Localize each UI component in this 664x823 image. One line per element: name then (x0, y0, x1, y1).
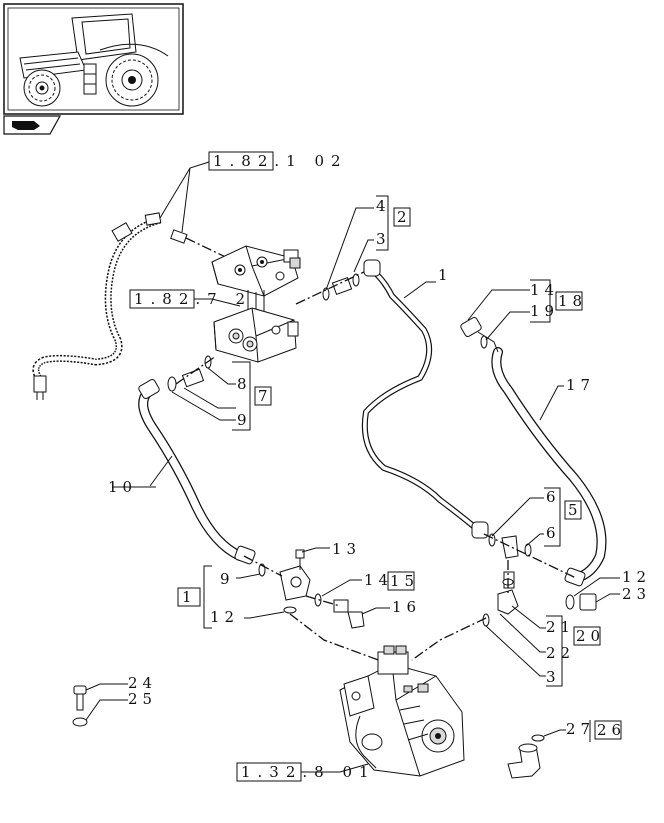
o-ring-12-right[interactable] (565, 594, 575, 610)
plug-23[interactable] (579, 593, 597, 611)
callout-19[interactable]: 19 (530, 302, 559, 320)
callout-11-box[interactable]: 1 (177, 587, 201, 607)
svg-text:7: 7 (258, 387, 273, 405)
svg-text:20: 20 (576, 627, 605, 645)
tractor-thumbnail-icon[interactable] (3, 3, 184, 115)
callout-14-upper[interactable]: 14 (530, 281, 559, 299)
svg-text:26: 26 (597, 721, 626, 739)
callout-18-box[interactable]: 18 (555, 291, 587, 311)
callout-21[interactable]: 21 (546, 618, 575, 636)
callout-7-box[interactable]: 7 (254, 386, 273, 406)
svg-text:1.82.7 2: 1.82.7 2 (134, 290, 252, 308)
hose-10[interactable] (138, 378, 256, 565)
o-ring-27[interactable] (531, 734, 545, 742)
ref-label-mid[interactable]: 1.82.7 2 (129, 289, 252, 309)
callout-14-lower[interactable]: 14 (364, 571, 393, 589)
valve-block-upper[interactable] (211, 245, 301, 297)
callout-10[interactable]: 10 (108, 478, 137, 496)
svg-text:1: 1 (182, 588, 197, 606)
manifold-block-11[interactable] (279, 549, 311, 601)
callout-5-box[interactable]: 5 (564, 500, 583, 520)
callout-6-upper[interactable]: 6 (546, 488, 561, 506)
fitting-16[interactable] (333, 599, 349, 613)
washer-25[interactable] (72, 717, 88, 727)
svg-text:1.82.1 02: 1.82.1 02 (213, 152, 348, 170)
callout-3-upper[interactable]: 3 (376, 230, 391, 248)
callout-22[interactable]: 22 (546, 644, 575, 662)
valve-block-lower[interactable] (213, 307, 299, 363)
svg-text:18: 18 (558, 292, 587, 310)
callout-26-box[interactable]: 26 (594, 720, 626, 740)
callout-25[interactable]: 25 (128, 690, 157, 708)
callout-23[interactable]: 23 (622, 585, 651, 603)
callout-2-box[interactable]: 2 (393, 207, 412, 227)
callout-24[interactable]: 24 (128, 674, 157, 692)
callout-9-lower[interactable]: 9 (220, 570, 235, 588)
bolt-24[interactable] (73, 685, 87, 711)
fitting-3-4[interactable] (322, 273, 360, 301)
callout-1[interactable]: 1 (438, 266, 453, 284)
callout-13[interactable]: 13 (332, 540, 361, 558)
hand-pointer-icon[interactable] (3, 115, 62, 135)
fitting-8-9-upper[interactable] (167, 355, 212, 392)
svg-text:5: 5 (568, 501, 583, 519)
callout-8[interactable]: 8 (237, 375, 252, 393)
fitting-5-6[interactable] (488, 533, 532, 559)
ref-label-top[interactable]: 1.82.1 02 (208, 151, 348, 171)
callout-27[interactable]: 27 (566, 720, 595, 738)
callout-16[interactable]: 16 (392, 598, 421, 616)
callout-17[interactable]: 17 (566, 376, 595, 394)
callout-15-box[interactable]: 15 (387, 571, 419, 591)
callout-12-left[interactable]: 12 (210, 608, 239, 626)
callout-9-upper[interactable]: 9 (237, 411, 252, 429)
elbow-fitting-26[interactable] (507, 743, 541, 779)
wiring-harness (32, 212, 188, 400)
pipe-1[interactable] (361, 259, 489, 539)
callout-4[interactable]: 4 (376, 197, 391, 215)
callout-3-lower[interactable]: 3 (546, 668, 561, 686)
callout-6-lower[interactable]: 6 (546, 524, 561, 542)
svg-text:15: 15 (390, 572, 419, 590)
callout-20-box[interactable]: 20 (573, 626, 605, 646)
callout-12-right[interactable]: 12 (622, 568, 651, 586)
hydraulic-pump[interactable] (339, 645, 465, 777)
svg-text:2: 2 (397, 208, 412, 226)
hose-17[interactable] (460, 316, 607, 587)
